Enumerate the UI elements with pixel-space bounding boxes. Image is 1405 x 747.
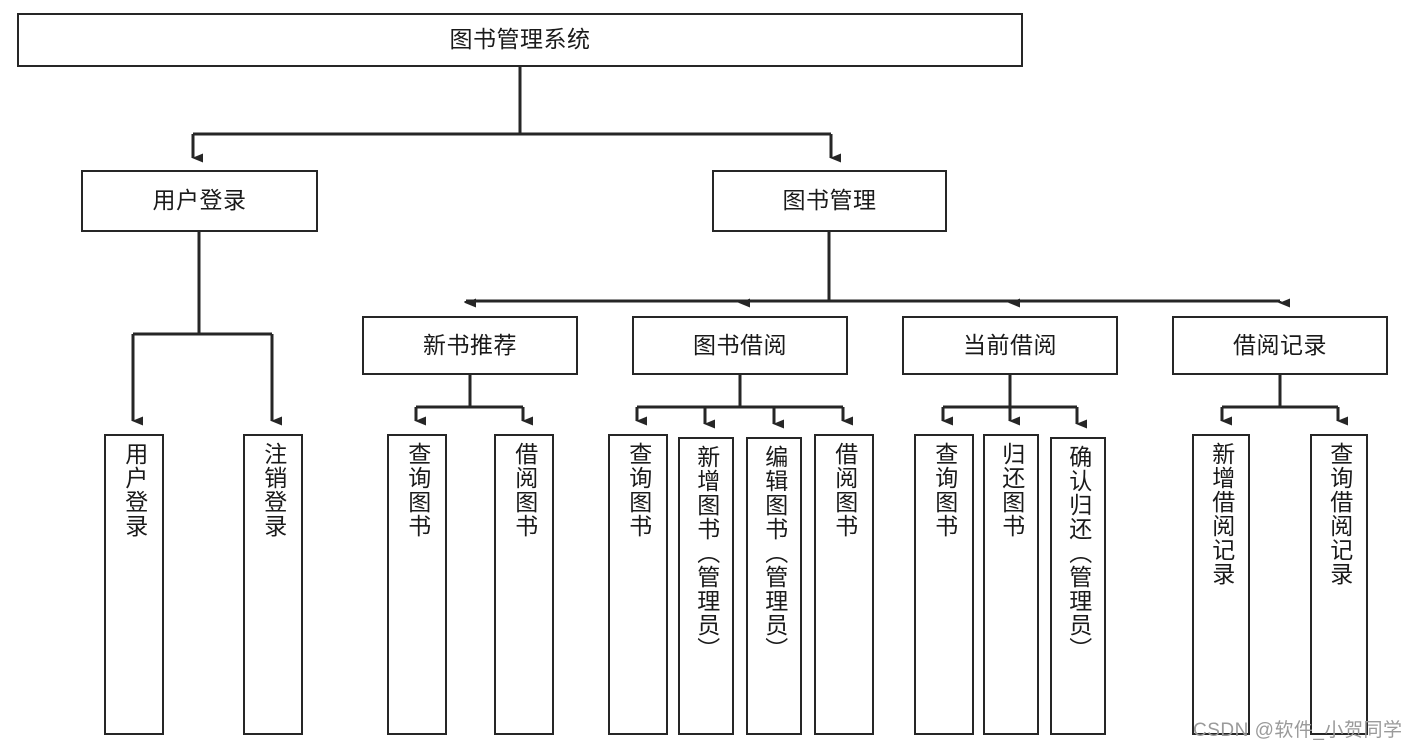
node-leaf-confirm-return-label: 确认归还（管理员） — [1065, 445, 1092, 661]
node-book-borrow-label: 图书借阅 — [693, 331, 787, 358]
node-current-borrow[interactable]: 当前借阅 — [902, 316, 1118, 375]
node-leaf-query-book-2-label: 查询图书 — [625, 442, 652, 538]
node-leaf-query-book-2[interactable]: 查询图书 — [608, 434, 668, 735]
node-leaf-borrow-book-2-label: 借阅图书 — [831, 442, 858, 538]
node-new-book-recommend[interactable]: 新书推荐 — [362, 316, 578, 375]
node-leaf-return-book-label: 归还图书 — [998, 442, 1025, 538]
node-book-borrow[interactable]: 图书借阅 — [632, 316, 848, 375]
node-leaf-user-login[interactable]: 用户登录 — [104, 434, 164, 735]
node-leaf-add-book-label: 新增图书（管理员） — [693, 445, 720, 661]
watermark-text: CSDN @软件_小贺同学 — [1193, 720, 1403, 741]
node-leaf-query-book-1[interactable]: 查询图书 — [387, 434, 447, 735]
node-user-login-label: 用户登录 — [152, 187, 247, 214]
node-leaf-add-record-label: 新增借阅记录 — [1208, 442, 1235, 586]
node-book-management-label: 图书管理 — [782, 187, 877, 214]
node-leaf-edit-book[interactable]: 编辑图书（管理员） — [746, 437, 802, 735]
node-leaf-user-logout-label: 注销登录 — [260, 442, 287, 538]
node-leaf-confirm-return[interactable]: 确认归还（管理员） — [1050, 437, 1106, 735]
node-book-management[interactable]: 图书管理 — [712, 170, 947, 232]
node-leaf-user-logout[interactable]: 注销登录 — [243, 434, 303, 735]
node-leaf-query-book-3-label: 查询图书 — [931, 442, 958, 538]
node-leaf-user-login-label: 用户登录 — [121, 442, 148, 538]
node-user-login[interactable]: 用户登录 — [81, 170, 318, 232]
node-current-borrow-label: 当前借阅 — [963, 331, 1057, 358]
node-leaf-add-book[interactable]: 新增图书（管理员） — [678, 437, 734, 735]
node-leaf-borrow-book-1-label: 借阅图书 — [511, 442, 538, 538]
node-leaf-borrow-book-2[interactable]: 借阅图书 — [814, 434, 874, 735]
node-leaf-add-record[interactable]: 新增借阅记录 — [1192, 434, 1250, 735]
node-leaf-query-record-label: 查询借阅记录 — [1326, 442, 1353, 586]
node-borrow-record-label: 借阅记录 — [1233, 331, 1327, 358]
node-leaf-borrow-book-1[interactable]: 借阅图书 — [494, 434, 554, 735]
node-leaf-query-book-3[interactable]: 查询图书 — [914, 434, 974, 735]
node-leaf-edit-book-label: 编辑图书（管理员） — [761, 445, 788, 661]
node-root-label: 图书管理系统 — [449, 26, 591, 53]
node-leaf-query-record[interactable]: 查询借阅记录 — [1310, 434, 1368, 735]
node-borrow-record[interactable]: 借阅记录 — [1172, 316, 1388, 375]
node-leaf-return-book[interactable]: 归还图书 — [983, 434, 1039, 735]
node-leaf-query-book-1-label: 查询图书 — [404, 442, 431, 538]
node-new-book-recommend-label: 新书推荐 — [423, 331, 517, 358]
node-root[interactable]: 图书管理系统 — [17, 13, 1023, 67]
